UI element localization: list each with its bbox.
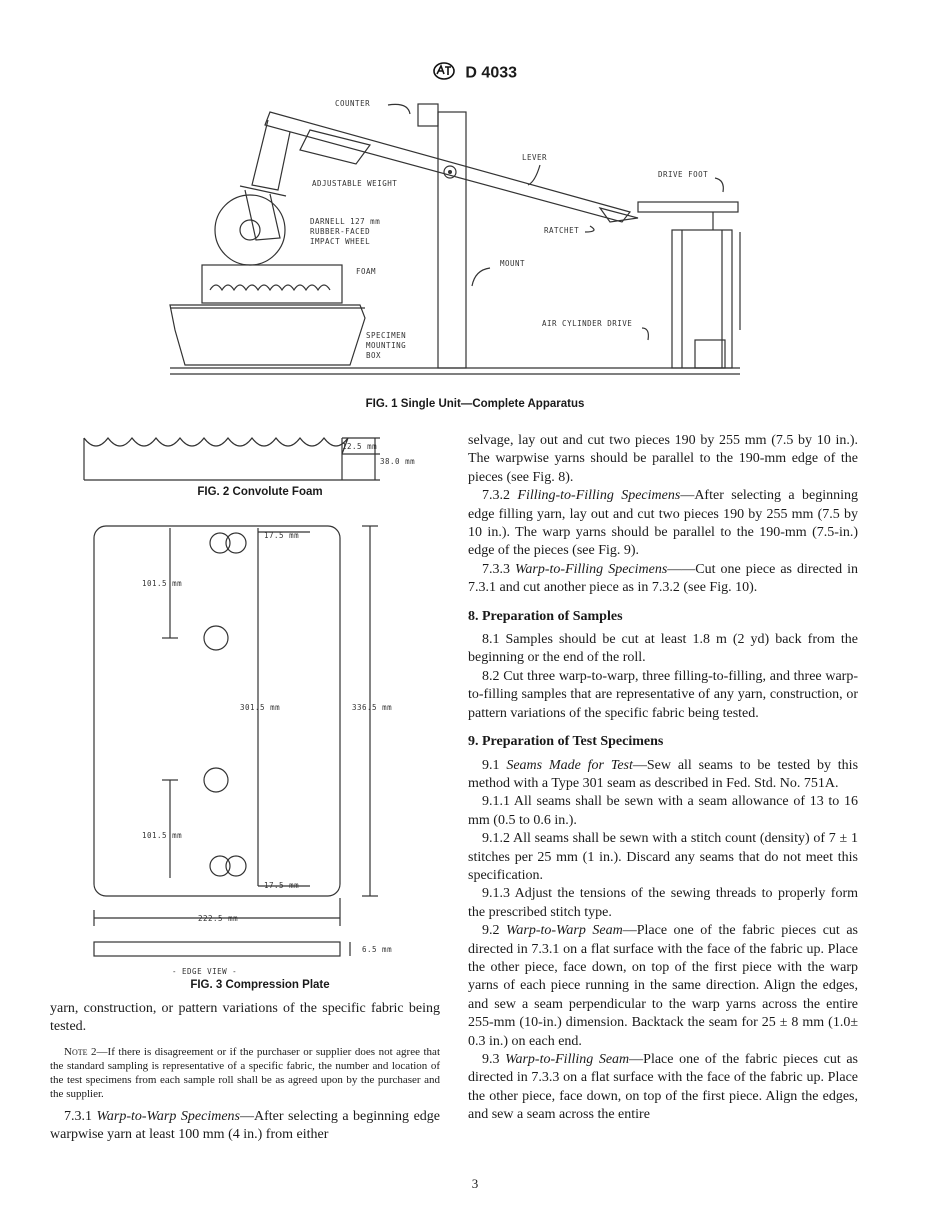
fig3-dim-bottom: 17.5 mm — [264, 881, 299, 890]
label-wheel-3: IMPACT WHEEL — [310, 237, 370, 246]
para-7-3-1: 7.3.1 Warp-to-Warp Specimens—After selec… — [50, 1108, 440, 1143]
label-mount: MOUNT — [500, 259, 525, 268]
section-9-heading: 9. Preparation of Test Specimens — [468, 734, 664, 750]
label-air-cylinder: AIR CYLINDER DRIVE — [542, 319, 632, 328]
fig1-caption: FIG. 1 Single Unit—Complete Apparatus — [365, 398, 585, 410]
fig3-dim-upper: 101.5 mm — [142, 579, 182, 588]
fig3-caption: FIG. 3 Compression Plate — [190, 979, 330, 991]
fig3-dim-top: 17.5 mm — [264, 531, 299, 540]
para-8-2: 8.2 Cut three warp-to-warp, three fillin… — [468, 668, 858, 721]
label-wheel-1: DARNELL 127 mm — [310, 217, 380, 226]
label-specimen-3: BOX — [366, 351, 381, 360]
label-drive-foot: DRIVE FOOT — [658, 170, 708, 179]
para-8-1: 8.1 Samples should be cut at least 1.8 m… — [468, 632, 858, 666]
para-9-1-2: 9.1.2 All seams shall be sewn with a sti… — [468, 831, 858, 883]
label-foam: FOAM — [356, 267, 376, 276]
standard-designation: D 4033 — [465, 64, 518, 82]
fig2-dim-38: 38.0 mm — [380, 457, 415, 466]
fig3-dim-thick: 6.5 mm — [362, 945, 392, 954]
note-2: Note 2—If there is disagreement or if th… — [50, 1045, 440, 1102]
right-continuation: selvage, lay out and cut two pieces 190 … — [468, 433, 858, 485]
para-9-1-1: 9.1.1 All seams shall be sewn with a sea… — [468, 794, 858, 828]
page-header: D 4033 — [0, 62, 950, 85]
label-ratchet: RATCHET — [544, 226, 579, 235]
label-specimen-2: MOUNTING — [366, 341, 406, 350]
fig3-compression-plate-diagram: 17.5 mm 101.5 mm 301.5 mm 336.5 mm 101.5… — [93, 525, 392, 976]
left-continuation: yarn, construction, or pattern variation… — [50, 1001, 440, 1035]
page-number: 3 — [471, 1176, 479, 1191]
right-column: selvage, lay out and cut two pieces 190 … — [468, 432, 858, 1125]
fig3-dim-lower: 101.5 mm — [142, 831, 182, 840]
label-wheel-2: RUBBER-FACED — [310, 227, 370, 236]
left-column: yarn, construction, or pattern variation… — [50, 1000, 440, 1144]
label-specimen-1: SPECIMEN — [366, 331, 406, 340]
para-9-3: 9.3 Warp-to-Filling Seam—Place one of th… — [468, 1052, 858, 1123]
fig3-dim-width: 222.5 mm — [198, 914, 238, 923]
fig1-apparatus-diagram: COUNTER LEVER DRIVE FOOT ADJUSTABLE WEIG… — [169, 99, 741, 375]
fig3-dim-total: 336.5 mm — [352, 703, 392, 712]
note-text: —If there is disagreement or if the purc… — [50, 1045, 440, 1101]
para-9-2: 9.2 Warp-to-Warp Seam—Place one of the f… — [468, 923, 858, 1049]
fig2-caption: FIG. 2 Convolute Foam — [197, 486, 323, 498]
fig2-dim-12-5: 12.5 mm — [342, 442, 377, 451]
para-7-3-2: 7.3.2 Filling-to-Filling Specimens—After… — [468, 488, 858, 559]
para-7-3-3: 7.3.3 Warp-to-Filling Specimens——Cut one… — [468, 561, 859, 596]
note-number: 2 — [91, 1045, 97, 1058]
section-8-heading: 8. Preparation of Samples — [468, 608, 623, 624]
fig3-dim-mid: 301.5 mm — [240, 703, 280, 712]
para-9-1: 9.1 Seams Made for Test—Sew all seams to… — [468, 757, 859, 791]
fig3-edge-view-label: - EDGE VIEW - — [172, 967, 237, 976]
fig2-convolute-foam-diagram: 12.5 mm 38.0 mm — [83, 437, 415, 481]
para-9-1-3: 9.1.3 Adjust the tensions of the sewing … — [468, 886, 858, 920]
label-counter: COUNTER — [335, 99, 370, 108]
label-adjustable-weight: ADJUSTABLE WEIGHT — [312, 179, 397, 188]
astm-logo-icon — [433, 62, 455, 85]
note-label: Note — [64, 1045, 88, 1058]
label-lever: LEVER — [522, 153, 547, 162]
